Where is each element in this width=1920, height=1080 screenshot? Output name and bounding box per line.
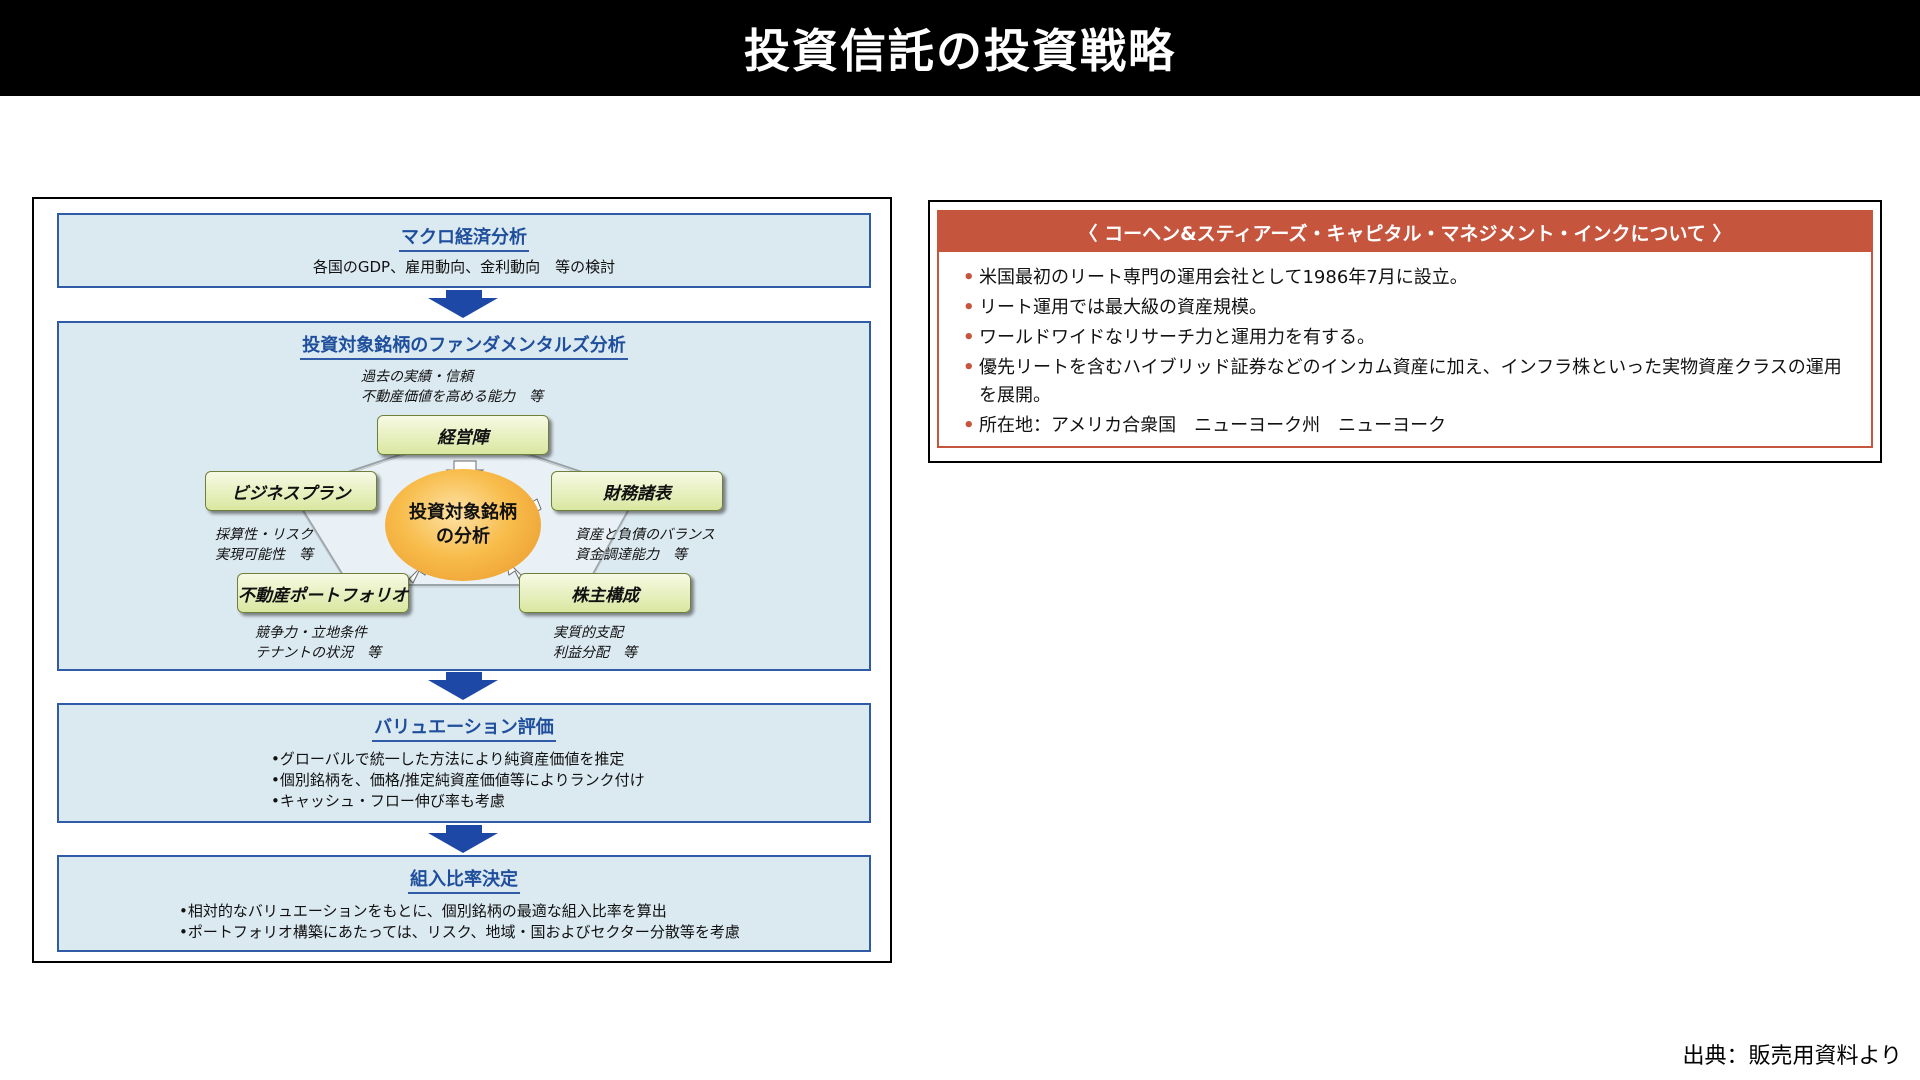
- list-item: •優先リートを含むハイブリッド証券などのインカム資産に加え、インフラ株といった実…: [963, 357, 1842, 406]
- list-item: •所在地：アメリカ合衆国 ニューヨーク州 ニューヨーク: [963, 415, 1447, 436]
- flow-arrow-stem: [446, 825, 482, 833]
- node-business-plan: ビジネスプラン: [205, 471, 377, 511]
- company-info-box: 〈 コーヘン&スティアーズ・キャピタル・マネジメント・インクについて 〉 •米国…: [937, 210, 1873, 448]
- title-bar: 投資信託の投資戦略: [0, 0, 1920, 96]
- flow-arrow-stem: [446, 290, 482, 298]
- investment-process-diagram: マクロ経済分析 各国のGDP、雇用動向、金利動向 等の検討 投資対象銘柄のファン…: [32, 197, 892, 963]
- step-title: 組入比率決定: [408, 869, 520, 894]
- step-title: 投資対象銘柄のファンダメンタルズ分析: [300, 335, 628, 360]
- management-notes: 過去の実績・信頼 不動産価値を高める能力 等: [361, 369, 543, 405]
- company-info-heading: 〈 コーヘン&スティアーズ・キャピタル・マネジメント・インクについて 〉: [939, 212, 1871, 252]
- node-shareholder-structure: 株主構成: [519, 573, 691, 613]
- business-plan-notes: 採算性・リスク 実現可能性 等: [215, 527, 313, 563]
- list-item: •ワールドワイドなリサーチ力と運用力を有する。: [963, 327, 1375, 348]
- flow-arrow-down: [428, 833, 498, 853]
- source-note: 出典：販売用資料より: [1682, 1044, 1902, 1069]
- financials-notes: 資産と負債のバランス 資金調達能力 等: [575, 527, 715, 563]
- company-info-list: •米国最初のリート専門の運用会社として1986年7月に設立。 •リート運用では最…: [963, 264, 1853, 442]
- flow-arrow-stem: [446, 672, 482, 680]
- step-fundamental-analysis: 投資対象銘柄のファンダメンタルズ分析 過去の実績・信頼 不動産価値を高める能力 …: [57, 321, 871, 671]
- page-title: 投資信託の投資戦略: [744, 24, 1176, 78]
- center-analysis-oval: 投資対象銘柄 の分析: [385, 469, 541, 581]
- node-management: 経営陣: [377, 415, 549, 455]
- step-description: •相対的なバリュエーションをもとに、個別銘柄の最適な組入比率を算出 •ポートフォ…: [179, 902, 740, 941]
- step-title: マクロ経済分析: [399, 227, 529, 252]
- flow-arrow-down: [428, 298, 498, 318]
- step-weighting-decision: 組入比率決定 •相対的なバリュエーションをもとに、個別銘柄の最適な組入比率を算出…: [57, 855, 871, 952]
- step-valuation: バリュエーション評価 •グローバルで統一した方法により純資産価値を推定 •個別銘…: [57, 703, 871, 823]
- real-estate-portfolio-notes: 競争力・立地条件 テナントの状況 等: [255, 625, 381, 661]
- step-description: •グローバルで統一した方法により純資産価値を推定 •個別銘柄を、価格/推定純資産…: [271, 750, 645, 810]
- flow-arrow-down: [428, 680, 498, 700]
- list-item: •リート運用では最大級の資産規模。: [963, 297, 1267, 318]
- step-description: 各国のGDP、雇用動向、金利動向 等の検討: [312, 258, 616, 276]
- step-macro-analysis: マクロ経済分析 各国のGDP、雇用動向、金利動向 等の検討: [57, 213, 871, 288]
- node-financial-statements: 財務諸表: [551, 471, 723, 511]
- shareholder-structure-notes: 実質的支配 利益分配 等: [553, 625, 637, 661]
- step-title: バリュエーション評価: [372, 717, 556, 742]
- list-item: •米国最初のリート専門の運用会社として1986年7月に設立。: [963, 267, 1468, 288]
- node-real-estate-portfolio: 不動産ポートフォリオ: [237, 573, 409, 613]
- company-info-panel: 〈 コーヘン&スティアーズ・キャピタル・マネジメント・インクについて 〉 •米国…: [928, 200, 1882, 463]
